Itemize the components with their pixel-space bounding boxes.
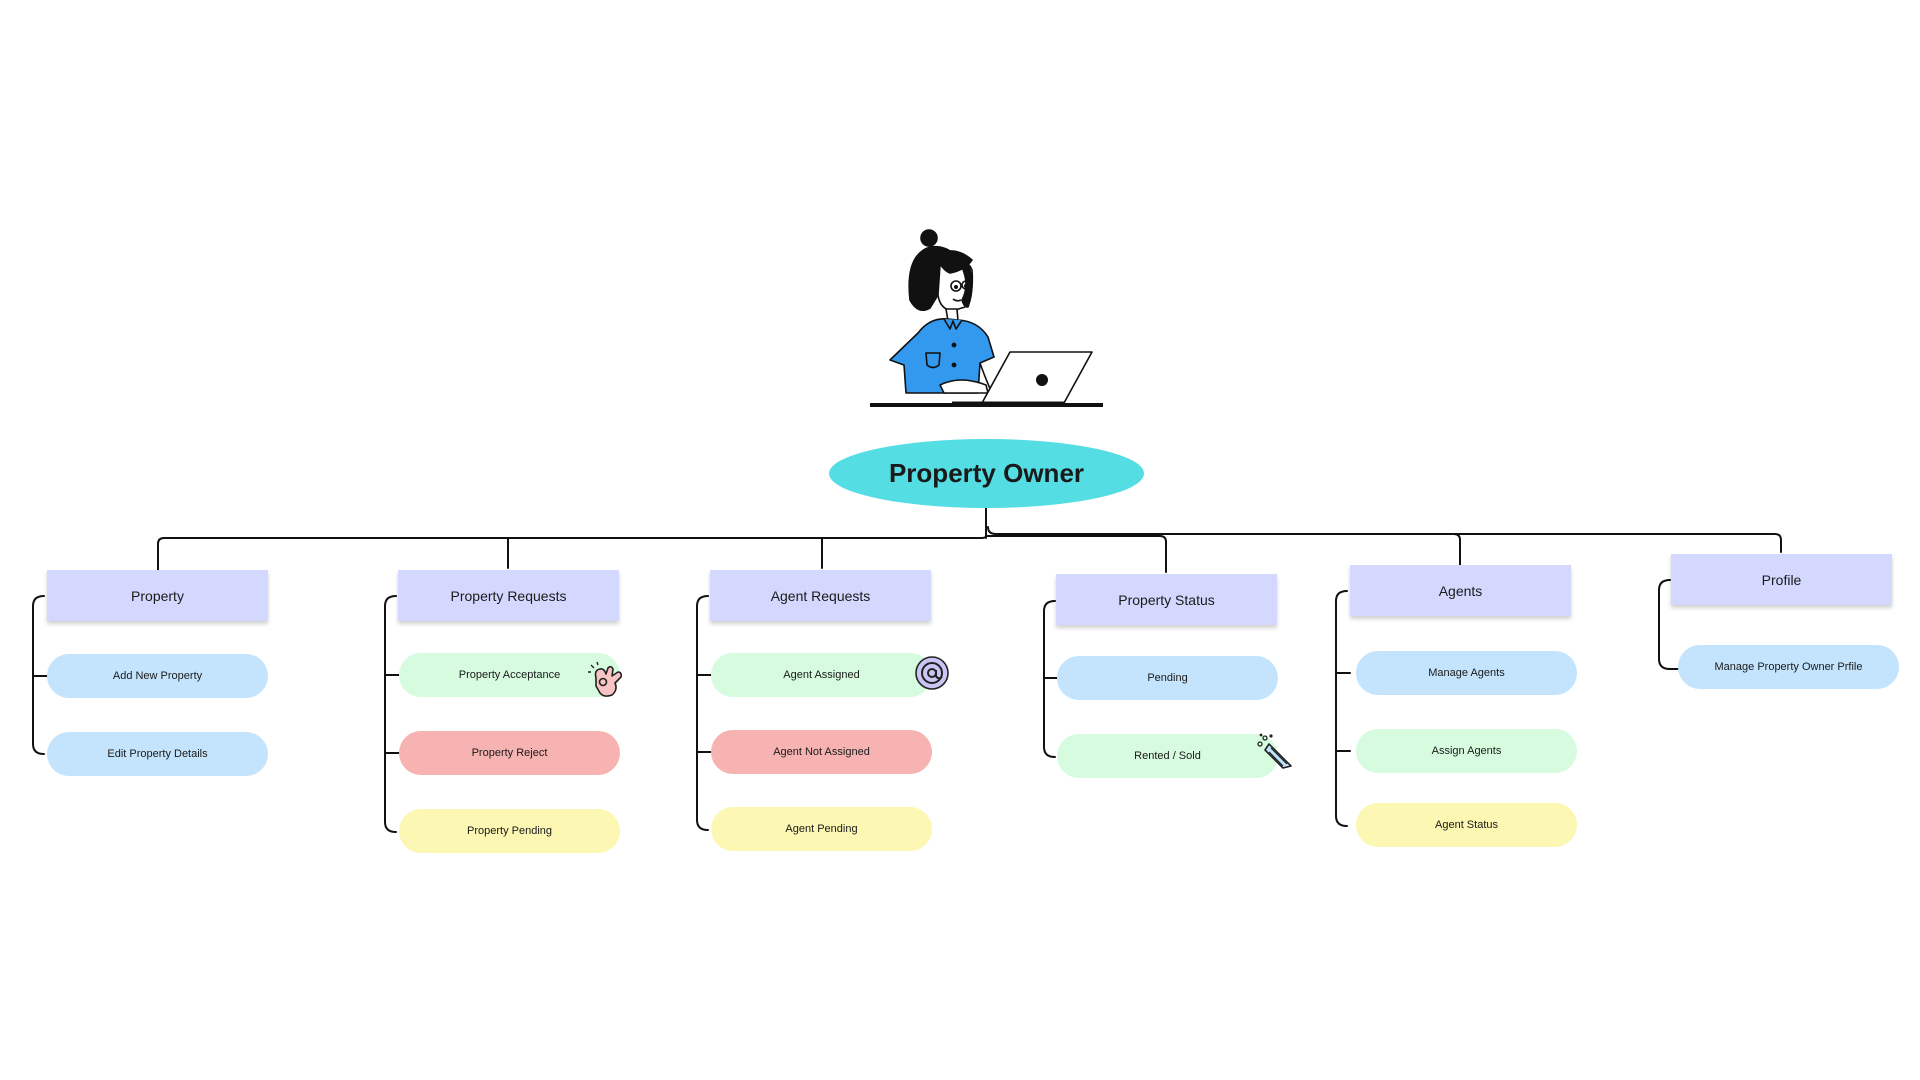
node-label: Edit Property Details (107, 748, 208, 760)
node-label: Pending (1147, 672, 1188, 684)
branch-label: Property Requests (450, 587, 567, 604)
node-label: Agent Not Assigned (773, 746, 870, 758)
branch-label: Agents (1438, 582, 1483, 599)
node-property-pending[interactable]: Property Pending (399, 809, 620, 853)
node-agent-status[interactable]: Agent Status (1356, 803, 1577, 847)
root-node[interactable]: Property Owner (829, 439, 1144, 508)
branch-label: Profile (1761, 571, 1802, 588)
node-label: Rented / Sold (1134, 750, 1201, 762)
node-label: Assign Agents (1431, 745, 1502, 757)
ok-hand-icon (588, 661, 622, 697)
node-rented-sold[interactable]: Rented / Sold (1057, 734, 1278, 778)
node-manage-agents[interactable]: Manage Agents (1356, 651, 1577, 695)
node-agent-not-assigned[interactable]: Agent Not Assigned (711, 730, 932, 774)
node-label: Manage Property Owner Prfile (1714, 661, 1863, 673)
root-label: Property Owner (888, 458, 1085, 488)
node-agent-pending[interactable]: Agent Pending (711, 807, 932, 851)
node-label: Agent Pending (785, 823, 858, 835)
node-assign-agents[interactable]: Assign Agents (1356, 729, 1577, 773)
node-property-reject[interactable]: Property Reject (399, 731, 620, 775)
at-sign-icon (915, 656, 949, 690)
node-pending[interactable]: Pending (1057, 656, 1278, 700)
node-label: Property Acceptance (458, 669, 561, 681)
party-popper-icon (1257, 733, 1292, 769)
node-label: Add New Property (112, 670, 203, 682)
node-label: Property Pending (467, 825, 552, 837)
node-edit-property-details[interactable]: Edit Property Details (47, 732, 268, 776)
node-manage-property-owner-profile[interactable]: Manage Property Owner Prfile (1678, 645, 1899, 689)
node-label: Agent Assigned (783, 669, 860, 681)
node-agent-assigned[interactable]: Agent Assigned (711, 653, 932, 697)
node-add-new-property[interactable]: Add New Property (47, 654, 268, 698)
branch-agents[interactable]: Agents (1350, 565, 1571, 616)
woman-with-laptop-icon (870, 229, 1103, 407)
node-label: Property Reject (471, 747, 548, 759)
node-label: Manage Agents (1428, 667, 1505, 679)
branch-profile[interactable]: Profile (1671, 554, 1892, 605)
branch-property-status[interactable]: Property Status (1056, 574, 1277, 625)
branch-label: Property (131, 587, 184, 604)
branch-agent-requests[interactable]: Agent Requests (710, 570, 931, 621)
branch-label: Property Status (1118, 591, 1215, 608)
branch-label: Agent Requests (770, 587, 871, 604)
node-label: Agent Status (1435, 819, 1498, 831)
branch-property[interactable]: Property (47, 570, 268, 621)
node-property-acceptance[interactable]: Property Acceptance (399, 653, 620, 697)
branch-property-requests[interactable]: Property Requests (398, 570, 619, 621)
